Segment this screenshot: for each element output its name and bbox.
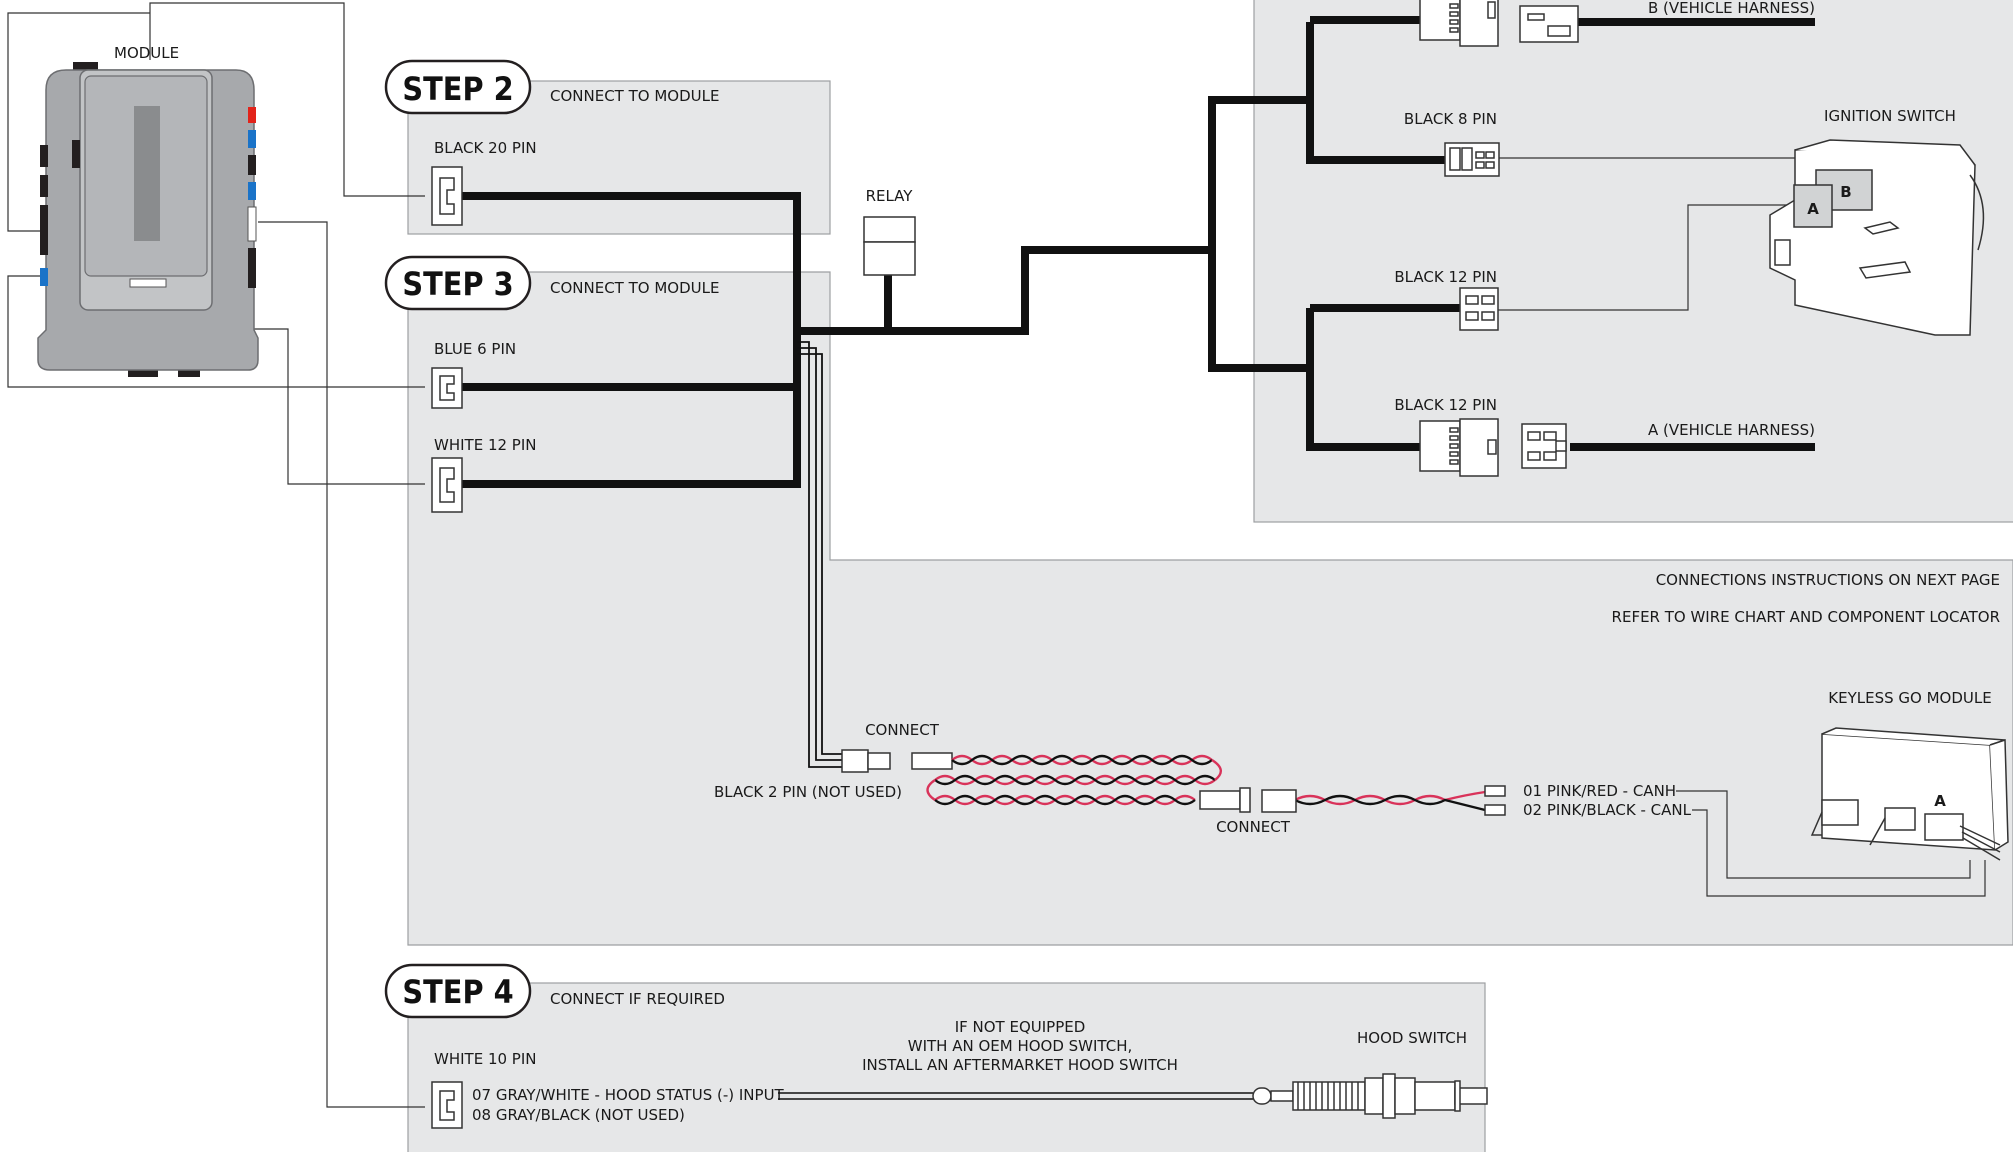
step3-connector-label-2: WHITE 12 PIN [434, 436, 537, 454]
connector-a-vehicle-side [1521, 423, 1567, 469]
step4-panel [407, 982, 1486, 1152]
connector-a-module-side [1419, 418, 1499, 477]
black-12-pin-connector-1 [1459, 287, 1499, 331]
can-wire-2: 02 PINK/BLACK - CANL [1523, 801, 1692, 819]
keyless-go-module [1810, 727, 2009, 861]
black-8-pin-label: BLACK 8 PIN [1404, 110, 1497, 128]
step4-wire-1: 07 GRAY/WHITE - HOOD STATUS (-) INPUT [472, 1086, 785, 1104]
step4-title: STEP 4 [402, 973, 513, 1011]
step4-subtitle: CONNECT IF REQUIRED [550, 990, 725, 1008]
hood-switch-wire [778, 1092, 1253, 1100]
module-label: MODULE [114, 44, 179, 62]
can-wire-1: 01 PINK/RED - CANH [1523, 782, 1676, 800]
connector-b-module-side [1419, 0, 1499, 47]
ignition-b-label: B [1840, 183, 1851, 201]
relay [863, 216, 916, 276]
twisted-can-pair [926, 754, 1486, 812]
instructions-line-1: CONNECTIONS INSTRUCTIONS ON NEXT PAGE [1656, 571, 2000, 589]
black-2-pin-connector [841, 749, 953, 773]
step2-title: STEP 2 [402, 70, 513, 108]
black-20-pin-connector [431, 166, 463, 226]
step3-title: STEP 3 [402, 265, 513, 303]
step4-badge: STEP 4 [384, 963, 532, 1019]
blue-6-pin-connector [431, 367, 463, 409]
white-12-pin-connector [431, 457, 463, 513]
black-2-pin-label: BLACK 2 PIN (NOT USED) [714, 783, 902, 801]
step2-subtitle: CONNECT TO MODULE [550, 87, 719, 105]
keyless-a-label: A [1934, 792, 1946, 810]
ignition-switch-label: IGNITION SWITCH [1824, 107, 1956, 125]
step3-connector-label-1: BLUE 6 PIN [434, 340, 516, 358]
main-harness [460, 16, 1815, 488]
remote-start-module [37, 62, 259, 377]
step4-connector-label: WHITE 10 PIN [434, 1050, 537, 1068]
step2-connector-label: BLACK 20 PIN [434, 139, 537, 157]
harness-b-label: B (VEHICLE HARNESS) [1648, 0, 1815, 17]
black-8-pin-connector [1444, 142, 1500, 177]
hood-switch-label: HOOD SWITCH [1357, 1029, 1467, 1047]
harness-a-label: A (VEHICLE HARNESS) [1648, 421, 1815, 439]
step4-note-3: INSTALL AN AFTERMARKET HOOD SWITCH [862, 1056, 1178, 1074]
step4-note-1: IF NOT EQUIPPED [955, 1018, 1086, 1036]
relay-label: RELAY [866, 187, 914, 205]
connect-label-2: CONNECT [1216, 818, 1291, 836]
ignition-switch [1769, 139, 1985, 336]
module-leader-lines [7, 2, 425, 1108]
thin-harness [797, 341, 845, 768]
can-connector [1199, 785, 1506, 816]
can-leaders [1676, 790, 1986, 897]
connect-label-1: CONNECT [865, 721, 940, 739]
white-10-pin-connector [431, 1081, 463, 1129]
step4-note-2: WITH AN OEM HOOD SWITCH, [908, 1037, 1133, 1055]
step3-badge: STEP 3 [384, 255, 532, 311]
keyless-module-label: KEYLESS GO MODULE [1828, 689, 1991, 707]
connector-b-vehicle-side [1519, 5, 1579, 43]
step4-wire-2: 08 GRAY/BLACK (NOT USED) [472, 1106, 685, 1124]
black-12-pin-label-2: BLACK 12 PIN [1394, 396, 1497, 414]
black-12-pin-label-1: BLACK 12 PIN [1394, 268, 1497, 286]
ignition-a-label: A [1807, 200, 1819, 218]
step2-badge: STEP 2 [384, 59, 532, 115]
instructions-line-2: REFER TO WIRE CHART AND COMPONENT LOCATO… [1612, 608, 2000, 626]
hood-switch [1252, 1073, 1488, 1119]
step3-subtitle: CONNECT TO MODULE [550, 279, 719, 297]
